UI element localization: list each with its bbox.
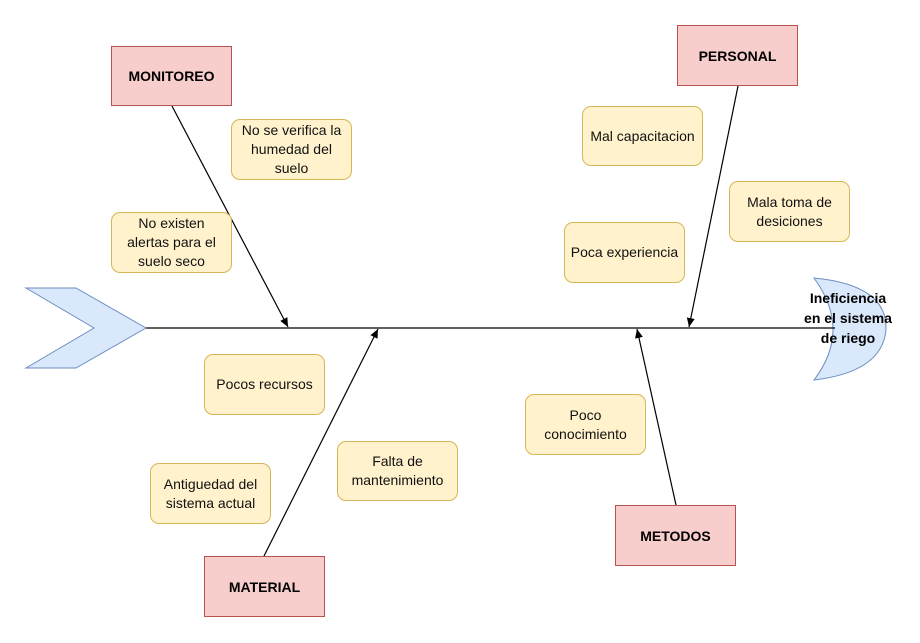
head-shape: [812, 277, 887, 381]
personal-bone: [686, 85, 739, 328]
cause-antiguedad: Antiguedad del sistema actual: [150, 463, 271, 524]
effect-label: Ineficiencia en el sistema de riego: [804, 290, 892, 346]
category-monitoreo: MONITOREO: [111, 46, 232, 106]
metodos-bone: [635, 328, 677, 506]
cause-experiencia: Poca experiencia: [564, 222, 685, 283]
cause-alertas: No existen alertas para el suelo seco: [111, 212, 232, 273]
category-material: MATERIAL: [204, 556, 325, 617]
category-metodos: METODOS: [615, 505, 736, 566]
cause-capacitacion: Mal capacitacion: [582, 106, 703, 166]
cause-conocimiento: Poco conocimiento: [525, 394, 646, 455]
material-bone: [263, 328, 379, 557]
cause-mantenimiento: Falta de mantenimiento: [337, 441, 458, 501]
cause-humedad: No se verifica la humedad del suelo: [231, 119, 352, 180]
cause-recursos: Pocos recursos: [204, 354, 325, 415]
tail-chevron-shape: [24, 287, 148, 369]
cause-desiciones: Mala toma de desiciones: [729, 181, 850, 242]
category-personal: PERSONAL: [677, 25, 798, 86]
